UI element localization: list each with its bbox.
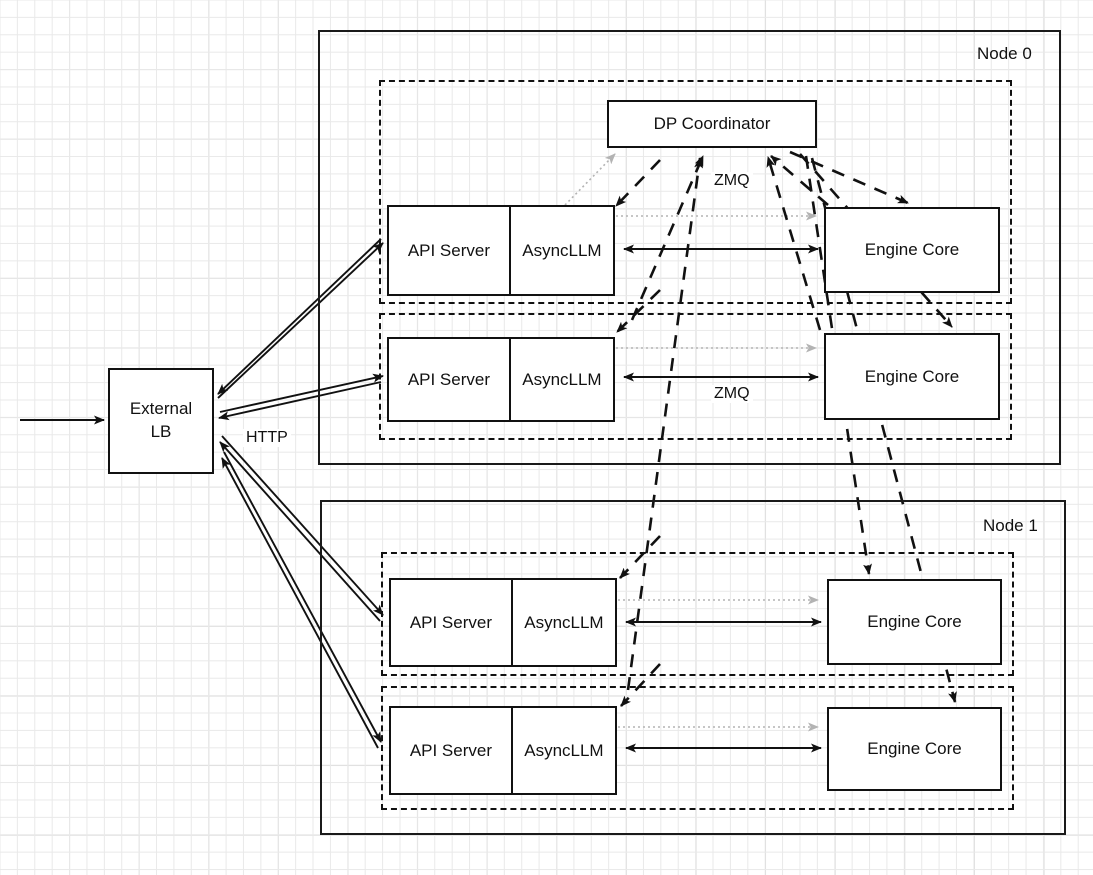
- node-0-boundary: [318, 30, 1061, 465]
- zmq-label-second: ZMQ: [711, 385, 753, 403]
- async-llm-label-1: AsyncLLM: [522, 369, 602, 389]
- dp-group-1-1: [381, 686, 1014, 810]
- api-server-unit-0[interactable]: API Server AsyncLLM: [387, 205, 615, 296]
- api-server-unit-3[interactable]: API Server AsyncLLM: [389, 706, 617, 795]
- dp-group-1-0: [381, 552, 1014, 676]
- engine-core-0[interactable]: Engine Core: [824, 207, 1000, 293]
- api-server-label-2: API Server: [391, 580, 513, 665]
- dp-coordinator-box[interactable]: DP Coordinator: [607, 100, 817, 148]
- node-0-label: Node 0: [977, 44, 1032, 63]
- dp-group-0-0: [379, 80, 1012, 304]
- external-lb-box[interactable]: External LB: [108, 368, 214, 474]
- engine-core-1[interactable]: Engine Core: [824, 333, 1000, 420]
- async-llm-label-0: AsyncLLM: [522, 240, 602, 260]
- api-server-unit-1[interactable]: API Server AsyncLLM: [387, 337, 615, 422]
- engine-core-2[interactable]: Engine Core: [827, 579, 1002, 665]
- zmq-label-top: ZMQ: [711, 172, 753, 190]
- api-server-label-1: API Server: [389, 339, 511, 420]
- api-server-label-3: API Server: [391, 708, 513, 793]
- external-lb-label-line2: LB: [150, 422, 172, 441]
- external-lb-label-line1: External: [129, 399, 193, 419]
- engine-core-3[interactable]: Engine Core: [827, 707, 1002, 791]
- async-llm-label-2: AsyncLLM: [524, 612, 604, 632]
- api-server-label-0: API Server: [389, 207, 511, 294]
- async-llm-label-3: AsyncLLM: [524, 740, 604, 760]
- http-label: HTTP: [243, 429, 291, 447]
- node-1-label: Node 1: [983, 516, 1038, 535]
- api-server-unit-2[interactable]: API Server AsyncLLM: [389, 578, 617, 667]
- dp-group-0-1: [379, 313, 1012, 440]
- node-1-boundary: [320, 500, 1066, 835]
